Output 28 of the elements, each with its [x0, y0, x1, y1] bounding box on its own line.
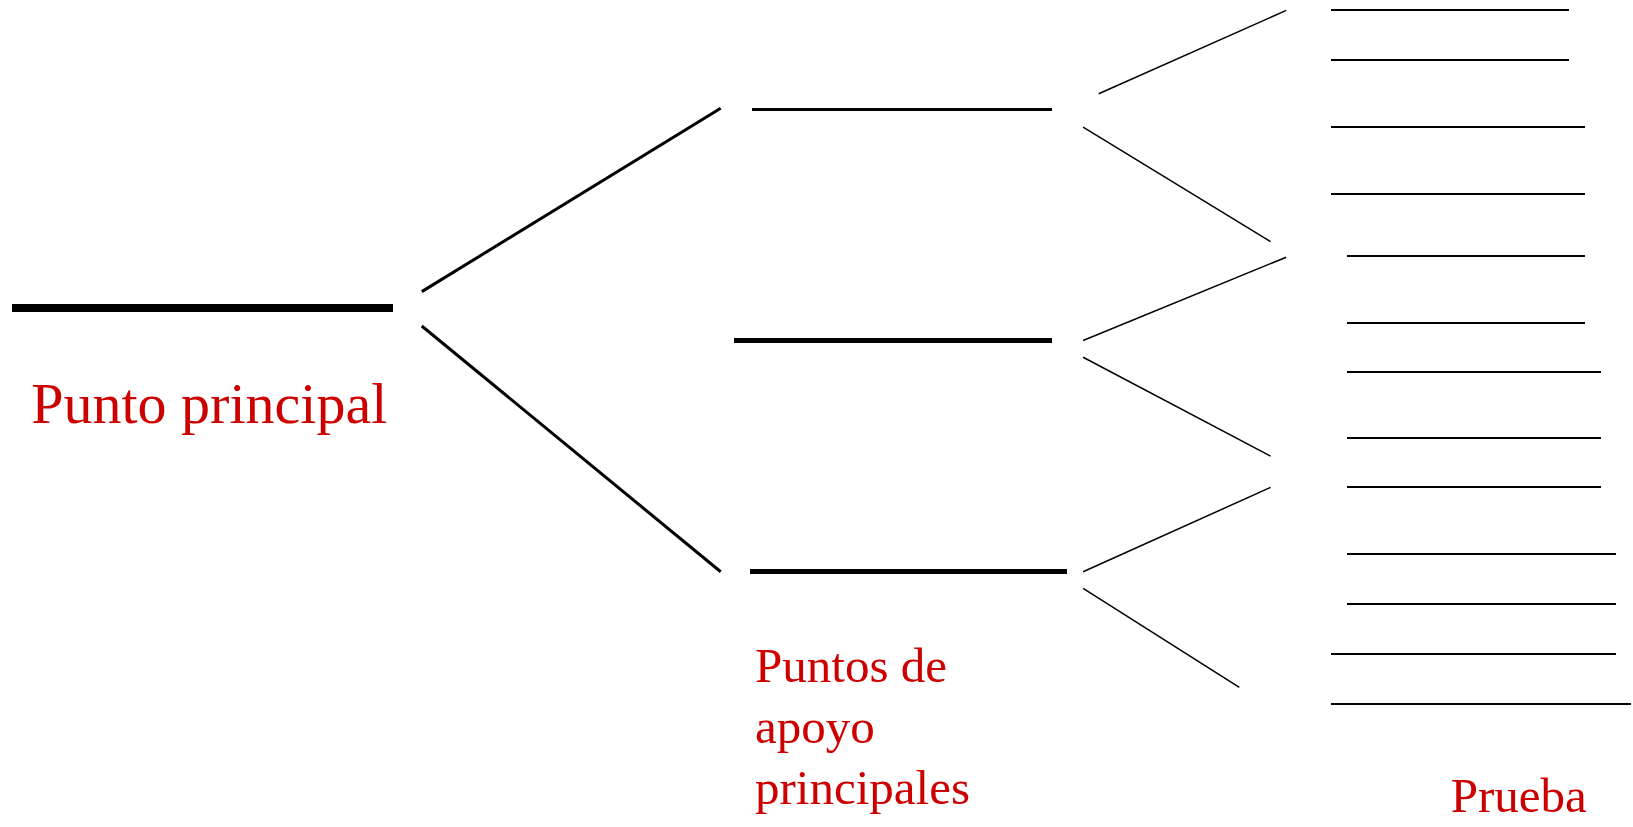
- line-bar: [1346, 437, 1601, 440]
- caption-text: Puntos de apoyo principales: [755, 637, 972, 818]
- connector-line: [1082, 587, 1241, 689]
- line-bar: [1330, 653, 1617, 656]
- connector-line: [421, 107, 722, 293]
- line-bar: [1346, 321, 1586, 324]
- line-bar: [734, 337, 1052, 344]
- connector-line: [1082, 256, 1287, 342]
- line-bar: [751, 107, 1052, 111]
- line-bar: [1330, 59, 1570, 62]
- line-bar: [749, 569, 1068, 575]
- connector-line: [1098, 9, 1287, 95]
- line-bar: [1346, 486, 1601, 489]
- line-bar: [1346, 255, 1586, 258]
- line-bar: [1330, 9, 1570, 12]
- line-bar: [1330, 702, 1631, 706]
- line-bar: [1330, 126, 1586, 129]
- caption-text: Prueba: [1450, 767, 1588, 826]
- connector-line: [1082, 356, 1272, 457]
- connector-line: [420, 324, 722, 573]
- line-bar: [12, 304, 393, 313]
- line-bar: [1346, 553, 1617, 556]
- line-bar: [1330, 192, 1586, 195]
- connector-line: [1082, 486, 1272, 573]
- caption-text: Punto principal: [31, 372, 389, 435]
- line-bar: [1346, 603, 1617, 606]
- connector-line: [1082, 126, 1272, 243]
- line-bar: [1346, 370, 1601, 373]
